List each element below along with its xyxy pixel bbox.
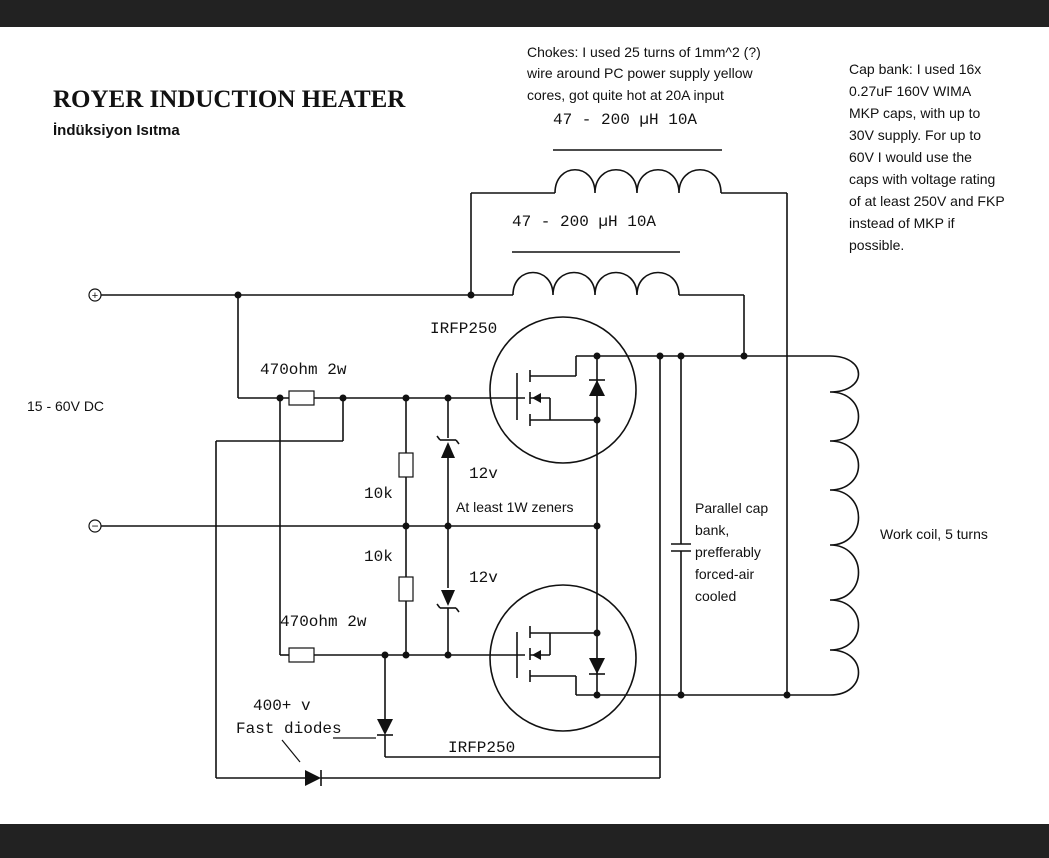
parallel-cap-note-line-1: Parallel cap [695,500,768,516]
choke-top [471,149,787,194]
bottom-frame-bar [0,824,1049,858]
resistor-top-label: 470ohm 2w [260,361,347,379]
choke-bottom-label: 47 - 200 µH 10A [512,213,656,231]
chokes-note-line-2: wire around PC power supply yellow [526,65,754,81]
chokes-note: Chokes: I used 25 turns of 1mm^2 (?) wir… [526,44,761,103]
choke-top-label: 47 - 200 µH 10A [553,111,697,129]
pulldown-top-resistor [398,452,414,478]
cap-bank-note-line-1: Cap bank: I used 16x [849,61,981,77]
diagram-title: ROYER INDUCTION HEATER [53,86,406,113]
parallel-cap-note-line-5: cooled [695,588,736,604]
resistor-top [288,390,315,406]
chokes-note-line-1: Chokes: I used 25 turns of 1mm^2 (?) [527,44,761,60]
schematic-svg: ROYER INDUCTION HEATER İndüksiyon Isıtma… [27,44,1005,786]
resistor-bottom [288,647,315,663]
minus-terminal-label: − [91,519,98,533]
pulldown-bottom-resistor [398,576,414,602]
pulldown-bottom-label: 10k [364,548,393,566]
mosfet-top-label: IRFP250 [430,320,497,338]
choke-bottom [512,251,745,356]
plus-terminal-label: + [92,290,98,302]
zener-bottom [441,590,455,606]
top-frame-bar [0,0,1049,27]
diodes-note-line-2: Fast diodes [236,720,342,738]
fast-diodes: 400+ v Fast diodes [216,655,660,786]
cap-bank-note-line-5: 60V I would use the [849,149,972,165]
cap-bank-note-line-6: caps with voltage rating [849,171,995,187]
zener-top [441,442,455,458]
cap-bank-note: Cap bank: I used 16x 0.27uF 160V WIMA MK… [849,61,1005,253]
parallel-cap-note-line-2: bank, [695,522,729,538]
cap-bank-note-line-9: possible. [849,237,904,253]
cap-bank-note-line-4: 30V supply. For up to [849,127,981,143]
diagram-subtitle: İndüksiyon Isıtma [53,122,180,139]
parallel-cap-note-line-3: prefferably [695,544,761,560]
resistor-bottom-label: 470ohm 2w [280,613,367,631]
negative-rail: − [88,519,601,533]
diode-upper [377,719,393,735]
positive-rail: + [88,193,513,399]
supply-voltage-label: 15 - 60V DC [27,398,104,414]
schematic-canvas: ROYER INDUCTION HEATER İndüksiyon Isıtma… [0,27,1049,824]
pulldown-top-label: 10k [364,485,393,503]
parallel-cap-note: Parallel cap bank, prefferably forced-ai… [695,500,768,604]
work-coil [787,355,860,696]
gate-network-bottom: 10k 12v 470ohm 2w [280,548,525,663]
cap-bank-note-line-8: instead of MKP if [849,215,955,231]
diode-lower [305,770,321,786]
zeners-note: At least 1W zeners [456,499,574,515]
chokes-note-line-3: cores, got quite hot at 20A input [527,87,724,103]
parallel-cap-note-line-4: forced-air [695,566,754,582]
cap-bank-note-line-2: 0.27uF 160V WIMA [849,83,972,99]
diodes-note-line-1: 400+ v [253,697,311,715]
mosfet-bottom-label: IRFP250 [448,739,515,757]
mosfet-top: IRFP250 [430,316,637,526]
cap-bank-wiring [597,193,830,778]
work-coil-label: Work coil, 5 turns [880,526,988,542]
cap-bank-note-line-7: of at least 250V and FKP [849,193,1005,209]
cap-bank-note-line-3: MKP caps, with up to [849,105,980,121]
zener-bottom-label: 12v [469,569,498,587]
mosfet-bottom: IRFP250 [448,526,787,757]
zener-top-label: 12v [469,465,498,483]
